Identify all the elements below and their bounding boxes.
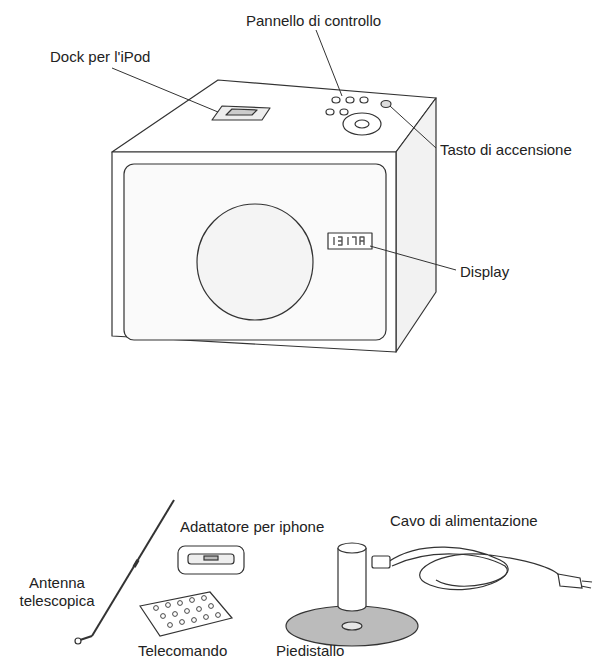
dock-slot <box>226 109 257 115</box>
part-label: Cavo di alimentazione <box>390 512 538 530</box>
pedestal <box>286 543 418 646</box>
front-grille <box>124 164 386 340</box>
leader-line <box>112 68 218 112</box>
device-side <box>396 98 436 352</box>
leader-line <box>390 106 436 148</box>
part-label: Display <box>460 263 509 281</box>
control-center <box>355 120 369 128</box>
part-label: Tasto di accensione <box>440 141 572 159</box>
part-label: Antenna telescopica <box>12 574 102 610</box>
device-front <box>112 152 396 352</box>
button <box>332 97 340 103</box>
control-wheel <box>343 113 381 135</box>
display-window <box>328 233 372 249</box>
button <box>346 97 354 103</box>
ipod-dock <box>212 106 270 120</box>
remote-control <box>140 592 232 636</box>
part-label: Dock per l'iPod <box>50 48 150 66</box>
leader-line <box>316 30 342 96</box>
part-label: Piedistallo <box>276 642 344 660</box>
speaker <box>197 204 313 320</box>
button <box>340 109 348 115</box>
iphone-adapter <box>178 546 244 574</box>
power-cable <box>372 547 592 590</box>
display-digits <box>334 237 364 245</box>
button <box>360 97 368 103</box>
button <box>326 109 334 115</box>
part-label: Adattatore per iphone <box>180 518 324 536</box>
leader-line <box>370 246 456 270</box>
part-label: Pannello di controllo <box>246 12 381 30</box>
device-top <box>112 80 436 152</box>
part-label: Telecomando <box>138 642 227 660</box>
power-button <box>381 101 391 108</box>
